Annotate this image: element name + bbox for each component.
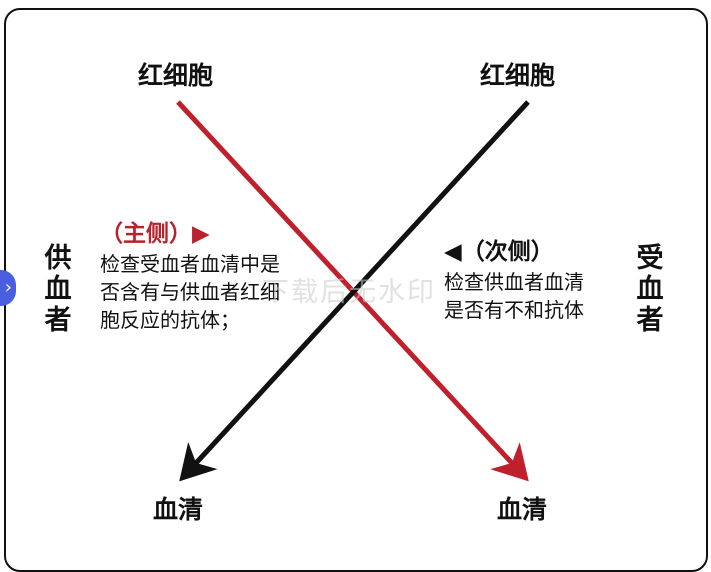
minor-crossmatch-arrow bbox=[179, 100, 530, 482]
crossing-arrows bbox=[176, 100, 530, 482]
recipient-label: 受血者 bbox=[636, 243, 664, 336]
major-side-description: 检查受血者血清中是否含有与供血者红细胞反应的抗体； bbox=[100, 252, 280, 332]
major-crossmatch-arrow bbox=[176, 100, 529, 482]
watermark: 下载后无水印 bbox=[262, 277, 436, 308]
expand-panel-button[interactable]: › bbox=[0, 270, 16, 306]
recipient-serum-label: 血清 bbox=[497, 495, 548, 524]
minor-side-description: 检查供血者血清是否有不和抗体 bbox=[444, 270, 584, 322]
major-side-label: （主侧）▶ bbox=[100, 221, 210, 247]
recipient-rbc-label: 红细胞 bbox=[480, 61, 556, 90]
minor-side-label: ◀（次侧） bbox=[444, 239, 554, 265]
donor-serum-label: 血清 bbox=[153, 495, 204, 524]
donor-rbc-label: 红细胞 bbox=[138, 61, 214, 90]
donor-label: 供血者 bbox=[44, 243, 72, 336]
